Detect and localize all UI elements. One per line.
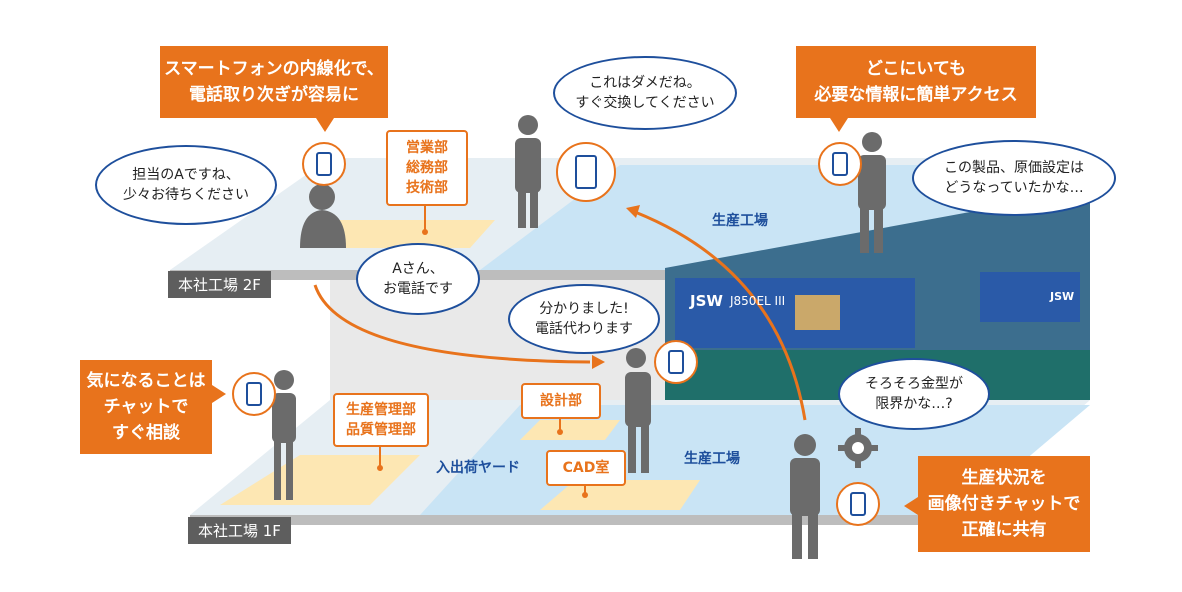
callout-extension: スマートフォンの内線化で、 電話取り次ぎが容易に — [160, 46, 388, 118]
dept-dot-cad — [582, 492, 588, 498]
area-label-factory-1f: 生産工場 — [684, 451, 740, 467]
floor-1f-desk-a — [220, 455, 420, 505]
dept-dot-office — [422, 229, 428, 235]
callout-access-tail — [830, 118, 848, 132]
bubble-manager: この製品、原価設定は どうなっていたかな… — [912, 140, 1116, 216]
person-woman-1f — [272, 370, 296, 500]
bubble-call-a: Aさん、 お電話です — [356, 243, 480, 315]
machine-window — [795, 295, 840, 330]
floor-2f-desk-area — [300, 220, 495, 248]
callout-extension-text: スマートフォンの内線化で、 電話取り次ぎが容易に — [164, 59, 384, 105]
arrow-1f-to-2f — [634, 210, 807, 421]
floor-1f-desk-c — [540, 480, 700, 510]
machine-brand-right: JSW — [1050, 290, 1075, 303]
floor-1f-edge — [190, 515, 960, 525]
dept-cad: CAD室 — [546, 450, 626, 486]
arrow-1f-to-2f-head — [626, 205, 640, 218]
smartphone-icon — [836, 482, 880, 526]
callout-extension-tail — [316, 118, 334, 132]
dept-production-mgmt: 生産管理部 品質管理部 — [333, 393, 429, 447]
callout-access: どこにいても 必要な情報に簡単アクセス — [796, 46, 1036, 118]
floor-1f-desk-b — [520, 420, 620, 440]
dept-dot-prod — [377, 465, 383, 471]
callout-chat: 気になることは チャットで すぐ相談 — [80, 360, 212, 454]
gear-icon — [838, 428, 878, 468]
dept-dot-design — [557, 429, 563, 435]
floor-label-1f: 本社工場 1F — [188, 517, 291, 544]
dept-office-2f: 営業部 総務部 技術部 — [386, 130, 468, 206]
bubble-boss: これはダメだね。 すぐ交換してください — [553, 56, 737, 130]
person-manager — [858, 132, 886, 253]
callout-access-text: どこにいても 必要な情報に簡単アクセス — [814, 59, 1018, 105]
machine-brand: JSW — [690, 292, 723, 310]
person-worker-1f — [625, 348, 651, 473]
arrow-2f-to-1f-head — [592, 355, 605, 369]
area-label-yard: 入出荷ヤード — [436, 460, 520, 476]
callout-image-chat-tail — [904, 497, 918, 515]
person-receptionist — [300, 184, 346, 248]
floor-label-2f: 本社工場 2F — [168, 271, 271, 298]
arrow-2f-to-1f — [313, 284, 591, 364]
smartphone-icon — [818, 142, 862, 186]
person-worker-bottom — [790, 434, 820, 559]
area-label-factory-2f: 生産工場 — [712, 213, 768, 229]
smartphone-icon — [654, 340, 698, 384]
callout-chat-text: 気になることは チャットで すぐ相談 — [86, 371, 206, 443]
person-boss — [515, 115, 541, 228]
smartphone-icon — [302, 142, 346, 186]
machine-body-right — [980, 272, 1080, 322]
dept-design: 設計部 — [521, 383, 601, 419]
smartphone-gear-icon — [556, 142, 616, 202]
bubble-mold: そろそろ金型が 限界かな…? — [838, 358, 990, 430]
callout-image-chat: 生産状況を 画像付きチャットで 正確に共有 — [918, 456, 1090, 552]
smartphone-icon — [232, 372, 276, 416]
callout-image-chat-text: 生産状況を 画像付きチャットで 正確に共有 — [927, 468, 1081, 540]
machine-model: J850EL III — [730, 294, 786, 308]
callout-chat-tail — [212, 385, 226, 403]
bubble-worker-reply: 分かりました! 電話代わります — [508, 284, 660, 354]
bubble-receptionist: 担当のAですね、 少々お待ちください — [95, 145, 277, 225]
